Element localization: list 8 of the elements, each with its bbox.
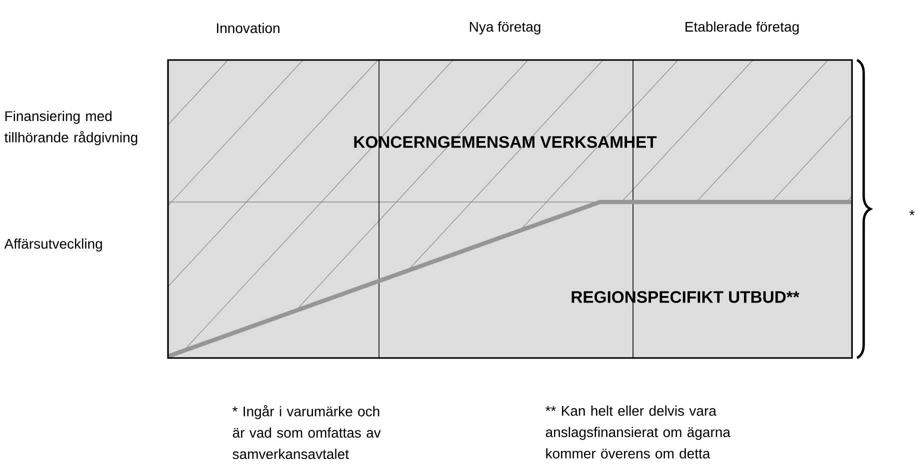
- footnote: ** Kan helt eller delvis vara anslagsfinansierat om ägarna kommer överens om detta: [546, 406, 730, 458]
- column-header: Etablerade företag: [686, 21, 799, 35]
- footnote: * Ingår i varumärke och är vad som omfattas av samverkansavtalet: [232, 404, 381, 460]
- column-header: Nya företag: [470, 22, 540, 35]
- row-header: Finansiering med tillhörande rådgivning: [4, 110, 138, 146]
- asterisk-mark: *: [910, 210, 915, 216]
- row-header: Affärsutveckling: [4, 238, 102, 252]
- column-header: Innovation: [217, 22, 280, 34]
